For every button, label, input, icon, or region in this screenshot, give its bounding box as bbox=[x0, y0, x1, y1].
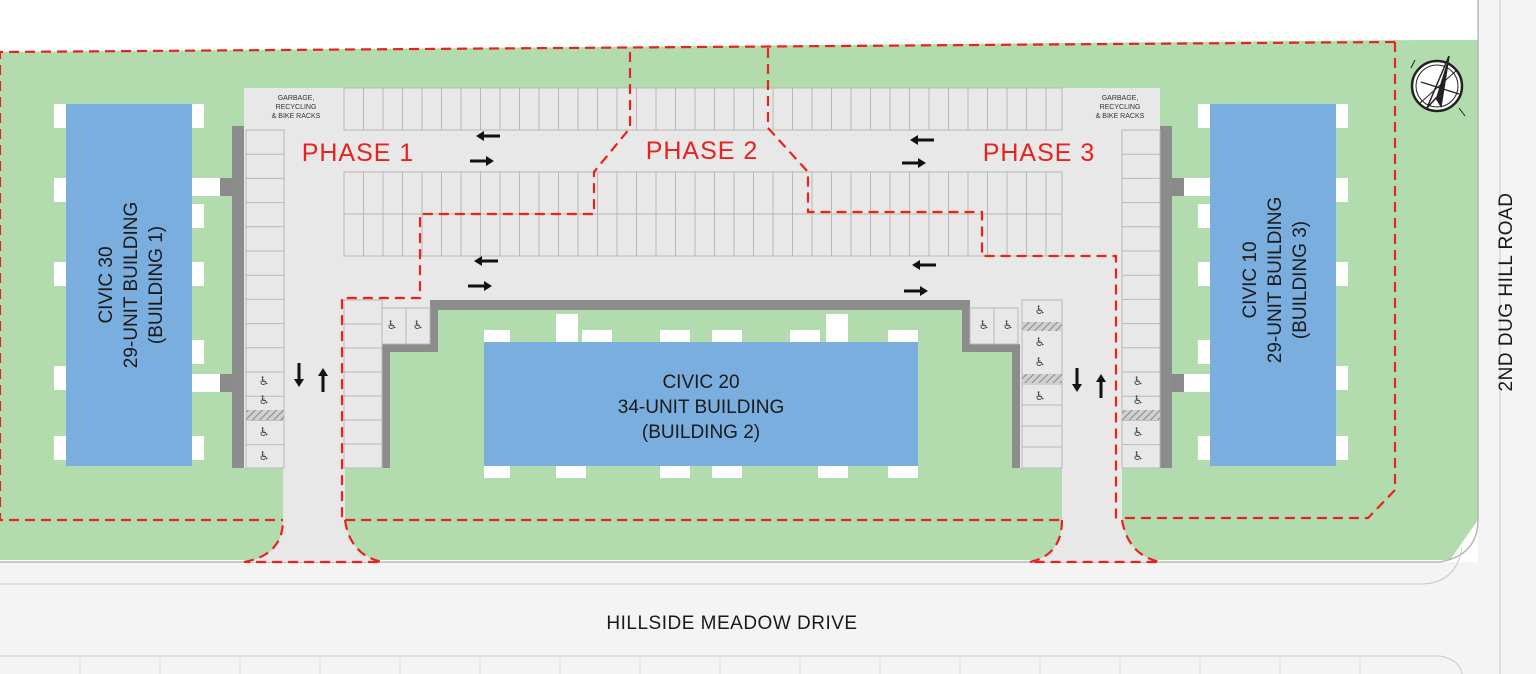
road-curb bbox=[0, 547, 1463, 585]
wheelchair-icon: ♿ bbox=[1035, 355, 1046, 369]
driveway-boundary bbox=[243, 519, 285, 564]
phase-outer-boundary bbox=[0, 40, 1396, 522]
building-3: CIVIC 10 29-UNIT BUILDING (BUILDING 3) bbox=[1172, 104, 1348, 466]
building-2: CIVIC 20 34-UNIT BUILDING (BUILDING 2) bbox=[484, 314, 918, 478]
phase-outer-boundary bbox=[1122, 42, 1397, 520]
phase-3-label: PHASE 3 bbox=[983, 139, 1096, 167]
arrow-icon bbox=[474, 256, 498, 266]
wheelchair-icon: ♿ bbox=[1003, 318, 1014, 332]
amenity-label: RECYCLING bbox=[276, 104, 317, 111]
wheelchair-icon: ♿ bbox=[1133, 425, 1144, 439]
arrow-icon bbox=[468, 281, 492, 291]
building-1: CIVIC 30 29-UNIT BUILDING (BUILDING 1) bbox=[54, 104, 232, 466]
wheelchair-icon: ♿ bbox=[259, 449, 270, 463]
arrow-icon bbox=[476, 131, 500, 141]
curbs bbox=[232, 126, 1172, 468]
phase-2-label: PHASE 2 bbox=[646, 137, 759, 165]
phase-1-2-boundary bbox=[340, 52, 1062, 522]
hillside-meadow-drive bbox=[0, 562, 1500, 674]
building-3-units: 29-UNIT BUILDING bbox=[1265, 197, 1286, 363]
arrow-icon bbox=[910, 135, 934, 145]
driveway-boundary bbox=[246, 519, 383, 564]
amenity-label: & BIKE RACKS bbox=[1096, 113, 1145, 120]
building-2-name: (BUILDING 2) bbox=[642, 422, 760, 443]
sidewalk-pattern bbox=[79, 658, 1361, 674]
arrow-icon bbox=[318, 368, 328, 392]
garbage-area-left: GARBAGE, RECYCLING & BIKE RACKS bbox=[246, 90, 342, 124]
wheelchair-icon: ♿ bbox=[1133, 393, 1144, 407]
garbage-area-right: GARBAGE, RECYCLING & BIKE RACKS bbox=[1064, 90, 1160, 124]
wheelchair-icon: ♿ bbox=[1035, 389, 1046, 403]
wheelchair-icon: ♿ bbox=[979, 318, 990, 332]
wheelchair-icon: ♿ bbox=[1035, 335, 1046, 349]
amenity-label: GARBAGE, bbox=[278, 95, 315, 102]
road-curb bbox=[0, 0, 1479, 563]
phase-boundaries bbox=[0, 40, 1397, 564]
north-arrow-icon bbox=[1410, 55, 1466, 117]
wheelchair-icon: ♿ bbox=[387, 318, 398, 332]
arrow-icon bbox=[902, 158, 926, 168]
building-3-name: (BUILDING 3) bbox=[1290, 221, 1311, 339]
road-curb bbox=[0, 655, 1463, 674]
amenity-label: GARBAGE, bbox=[1102, 95, 1139, 102]
parking-stalls bbox=[245, 87, 1161, 469]
wheelchair-icon: ♿ bbox=[1035, 303, 1046, 317]
arrow-icon bbox=[904, 286, 928, 296]
wheelchair-icon: ♿ bbox=[413, 318, 424, 332]
building-1-units: 29-UNIT BUILDING bbox=[121, 202, 142, 368]
2nd-dug-hill-road-label: 2ND DUG HILL ROAD bbox=[1496, 193, 1517, 392]
traffic-arrows bbox=[294, 131, 1106, 398]
arrow-icon bbox=[1096, 374, 1106, 398]
wheelchair-icon: ♿ bbox=[259, 425, 270, 439]
phase-2-3-boundary bbox=[766, 48, 1118, 520]
building-1-name: (BUILDING 1) bbox=[146, 226, 167, 344]
building-2-label: CIVIC 20 bbox=[662, 372, 739, 393]
wheelchair-icon: ♿ bbox=[259, 393, 270, 407]
building-2-units: 34-UNIT BUILDING bbox=[618, 397, 784, 418]
arrow-icon bbox=[294, 363, 304, 387]
building-3-label: CIVIC 10 bbox=[1240, 241, 1261, 318]
hillside-meadow-drive-label: HILLSIDE MEADOW DRIVE bbox=[606, 613, 857, 634]
building-1-label: CIVIC 30 bbox=[96, 246, 117, 323]
wheelchair-icon: ♿ bbox=[1133, 374, 1144, 388]
arrow-icon bbox=[470, 156, 494, 166]
driveway-boundary bbox=[1029, 519, 1064, 564]
accessible-parking: ♿ ♿ ♿ ♿ ♿ ♿ ♿ ♿ ♿ ♿ ♿ ♿ ♿ ♿ ♿ ♿ bbox=[259, 303, 1144, 463]
wheelchair-icon: ♿ bbox=[259, 374, 270, 388]
wheelchair-icon: ♿ bbox=[1133, 449, 1144, 463]
phase-1-label: PHASE 1 bbox=[302, 139, 415, 167]
2nd-dug-hill-road bbox=[1478, 0, 1536, 674]
amenity-label: & BIKE RACKS bbox=[272, 113, 321, 120]
accessible-aisles bbox=[246, 322, 1160, 420]
amenity-label: RECYCLING bbox=[1100, 104, 1141, 111]
driveway-boundary bbox=[1030, 519, 1161, 564]
arrow-icon bbox=[1072, 368, 1082, 392]
arrow-icon bbox=[912, 260, 936, 270]
parking-lot bbox=[244, 88, 1160, 562]
